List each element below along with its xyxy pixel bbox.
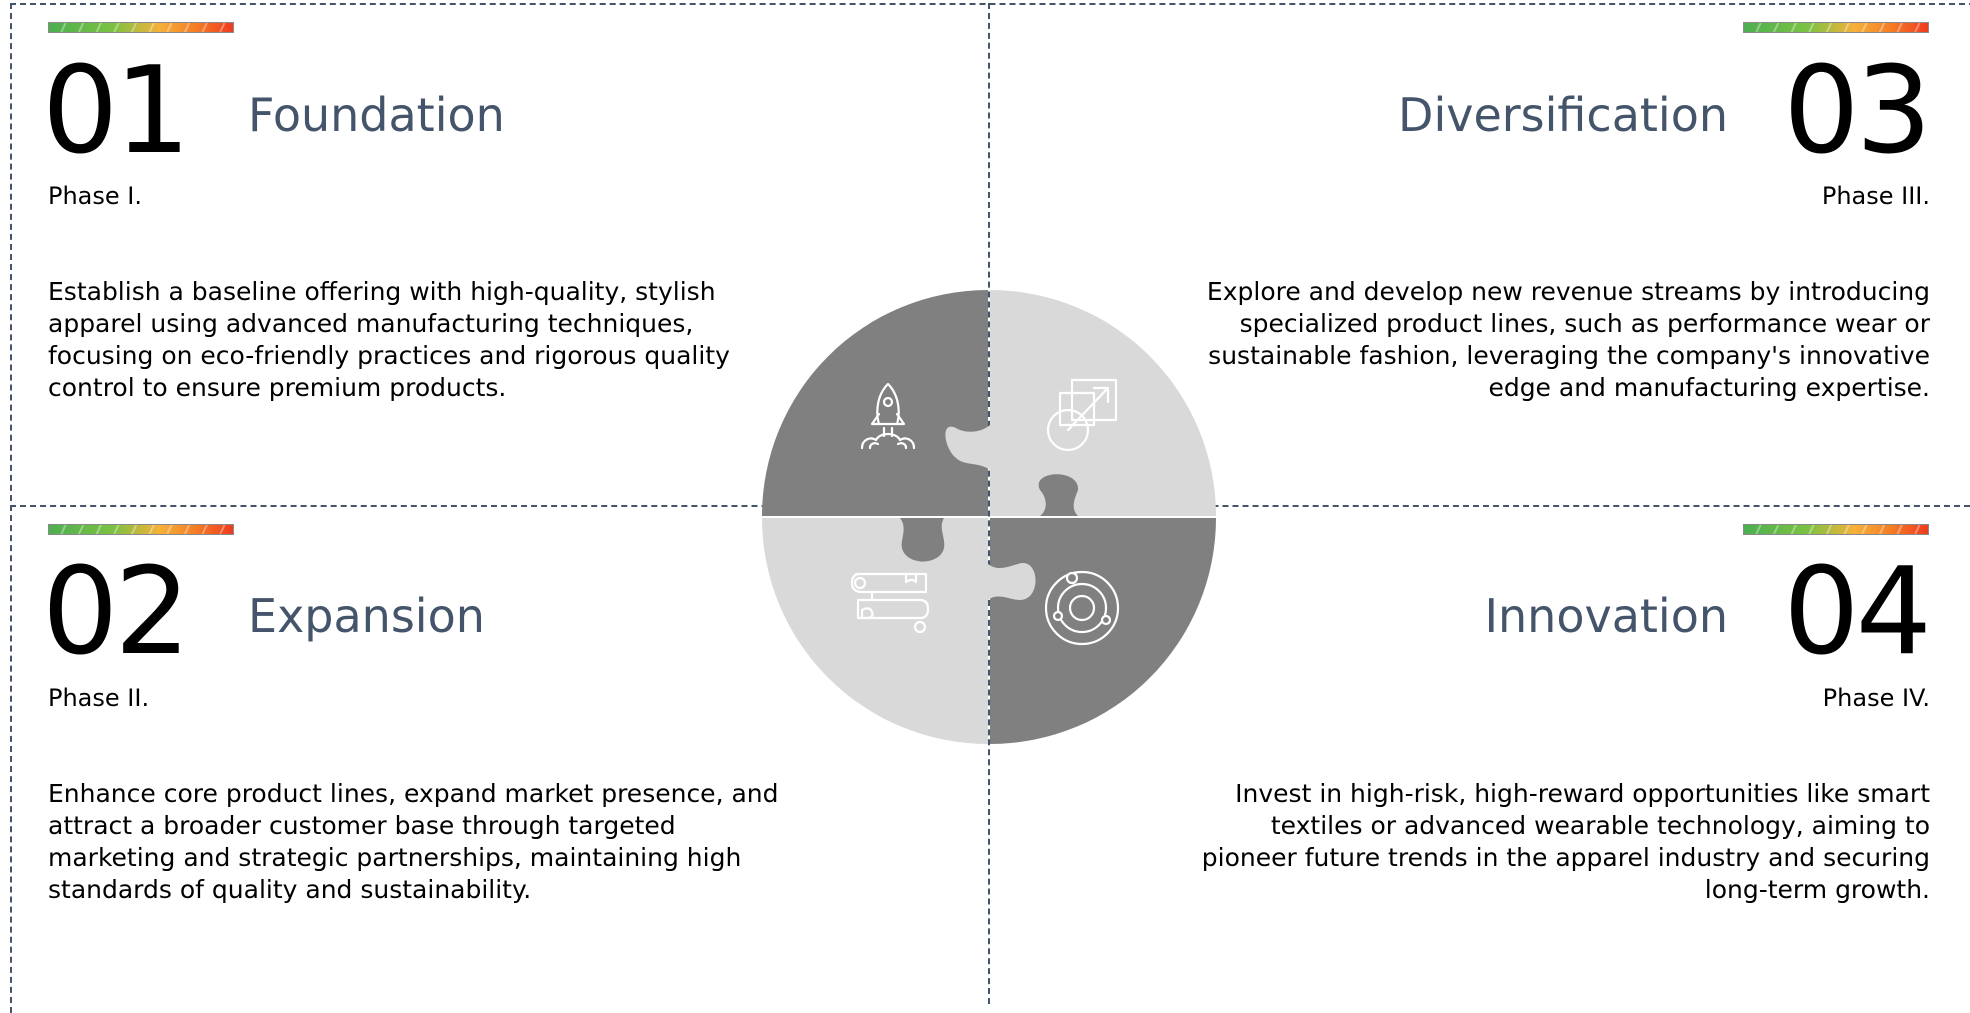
puzzle-piece-top-right	[990, 290, 1216, 516]
puzzle-knob-bottom-left	[988, 563, 1036, 600]
gradient-bar-phase-3	[1743, 22, 1929, 33]
phase-2-label: Phase II.	[48, 684, 150, 712]
puzzle-piece-bottom-left	[762, 518, 988, 744]
puzzle-path-icon	[850, 572, 930, 634]
puzzle-piece-top-left	[762, 290, 988, 516]
phase-3-description: Explore and develop new revenue streams …	[1206, 277, 1930, 402]
scale-shapes-icon	[1046, 378, 1118, 452]
phase-3-title: Diversification	[1398, 88, 1728, 142]
gradient-bar-phase-1	[48, 22, 234, 33]
rocket-icon	[860, 382, 916, 450]
phase-1-description: Establish a baseline offering with high-…	[48, 277, 730, 402]
puzzle-piece-bottom-right	[990, 518, 1216, 744]
puzzle-knob-top-right	[945, 425, 990, 470]
phase-2-description: Enhance core product lines, expand marke…	[48, 779, 779, 904]
phase-4-title: Innovation	[1484, 589, 1728, 643]
phase-1-title: Foundation	[248, 88, 505, 142]
puzzle-knob-bottom-right	[1038, 474, 1079, 516]
phase-4-label: Phase IV.	[1822, 684, 1930, 712]
phase-1-number: 01	[42, 42, 191, 181]
gradient-bar-phase-4	[1743, 524, 1929, 535]
gradient-bar-phase-2	[48, 524, 234, 535]
phase-3-label: Phase III.	[1821, 182, 1930, 210]
phase-4-description: Invest in high-risk, high-reward opportu…	[1201, 779, 1930, 904]
orbit-icon	[1044, 570, 1120, 646]
phase-2-title: Expansion	[248, 589, 485, 643]
quadrant-frame	[10, 3, 1970, 1013]
phase-3-number: 03	[1783, 42, 1932, 181]
phase-1-label: Phase I.	[48, 182, 142, 210]
phase-4-number: 04	[1783, 543, 1932, 682]
phase-2-number: 02	[42, 543, 191, 682]
puzzle-knob-top-left	[900, 518, 945, 562]
vertical-divider	[988, 3, 990, 1004]
